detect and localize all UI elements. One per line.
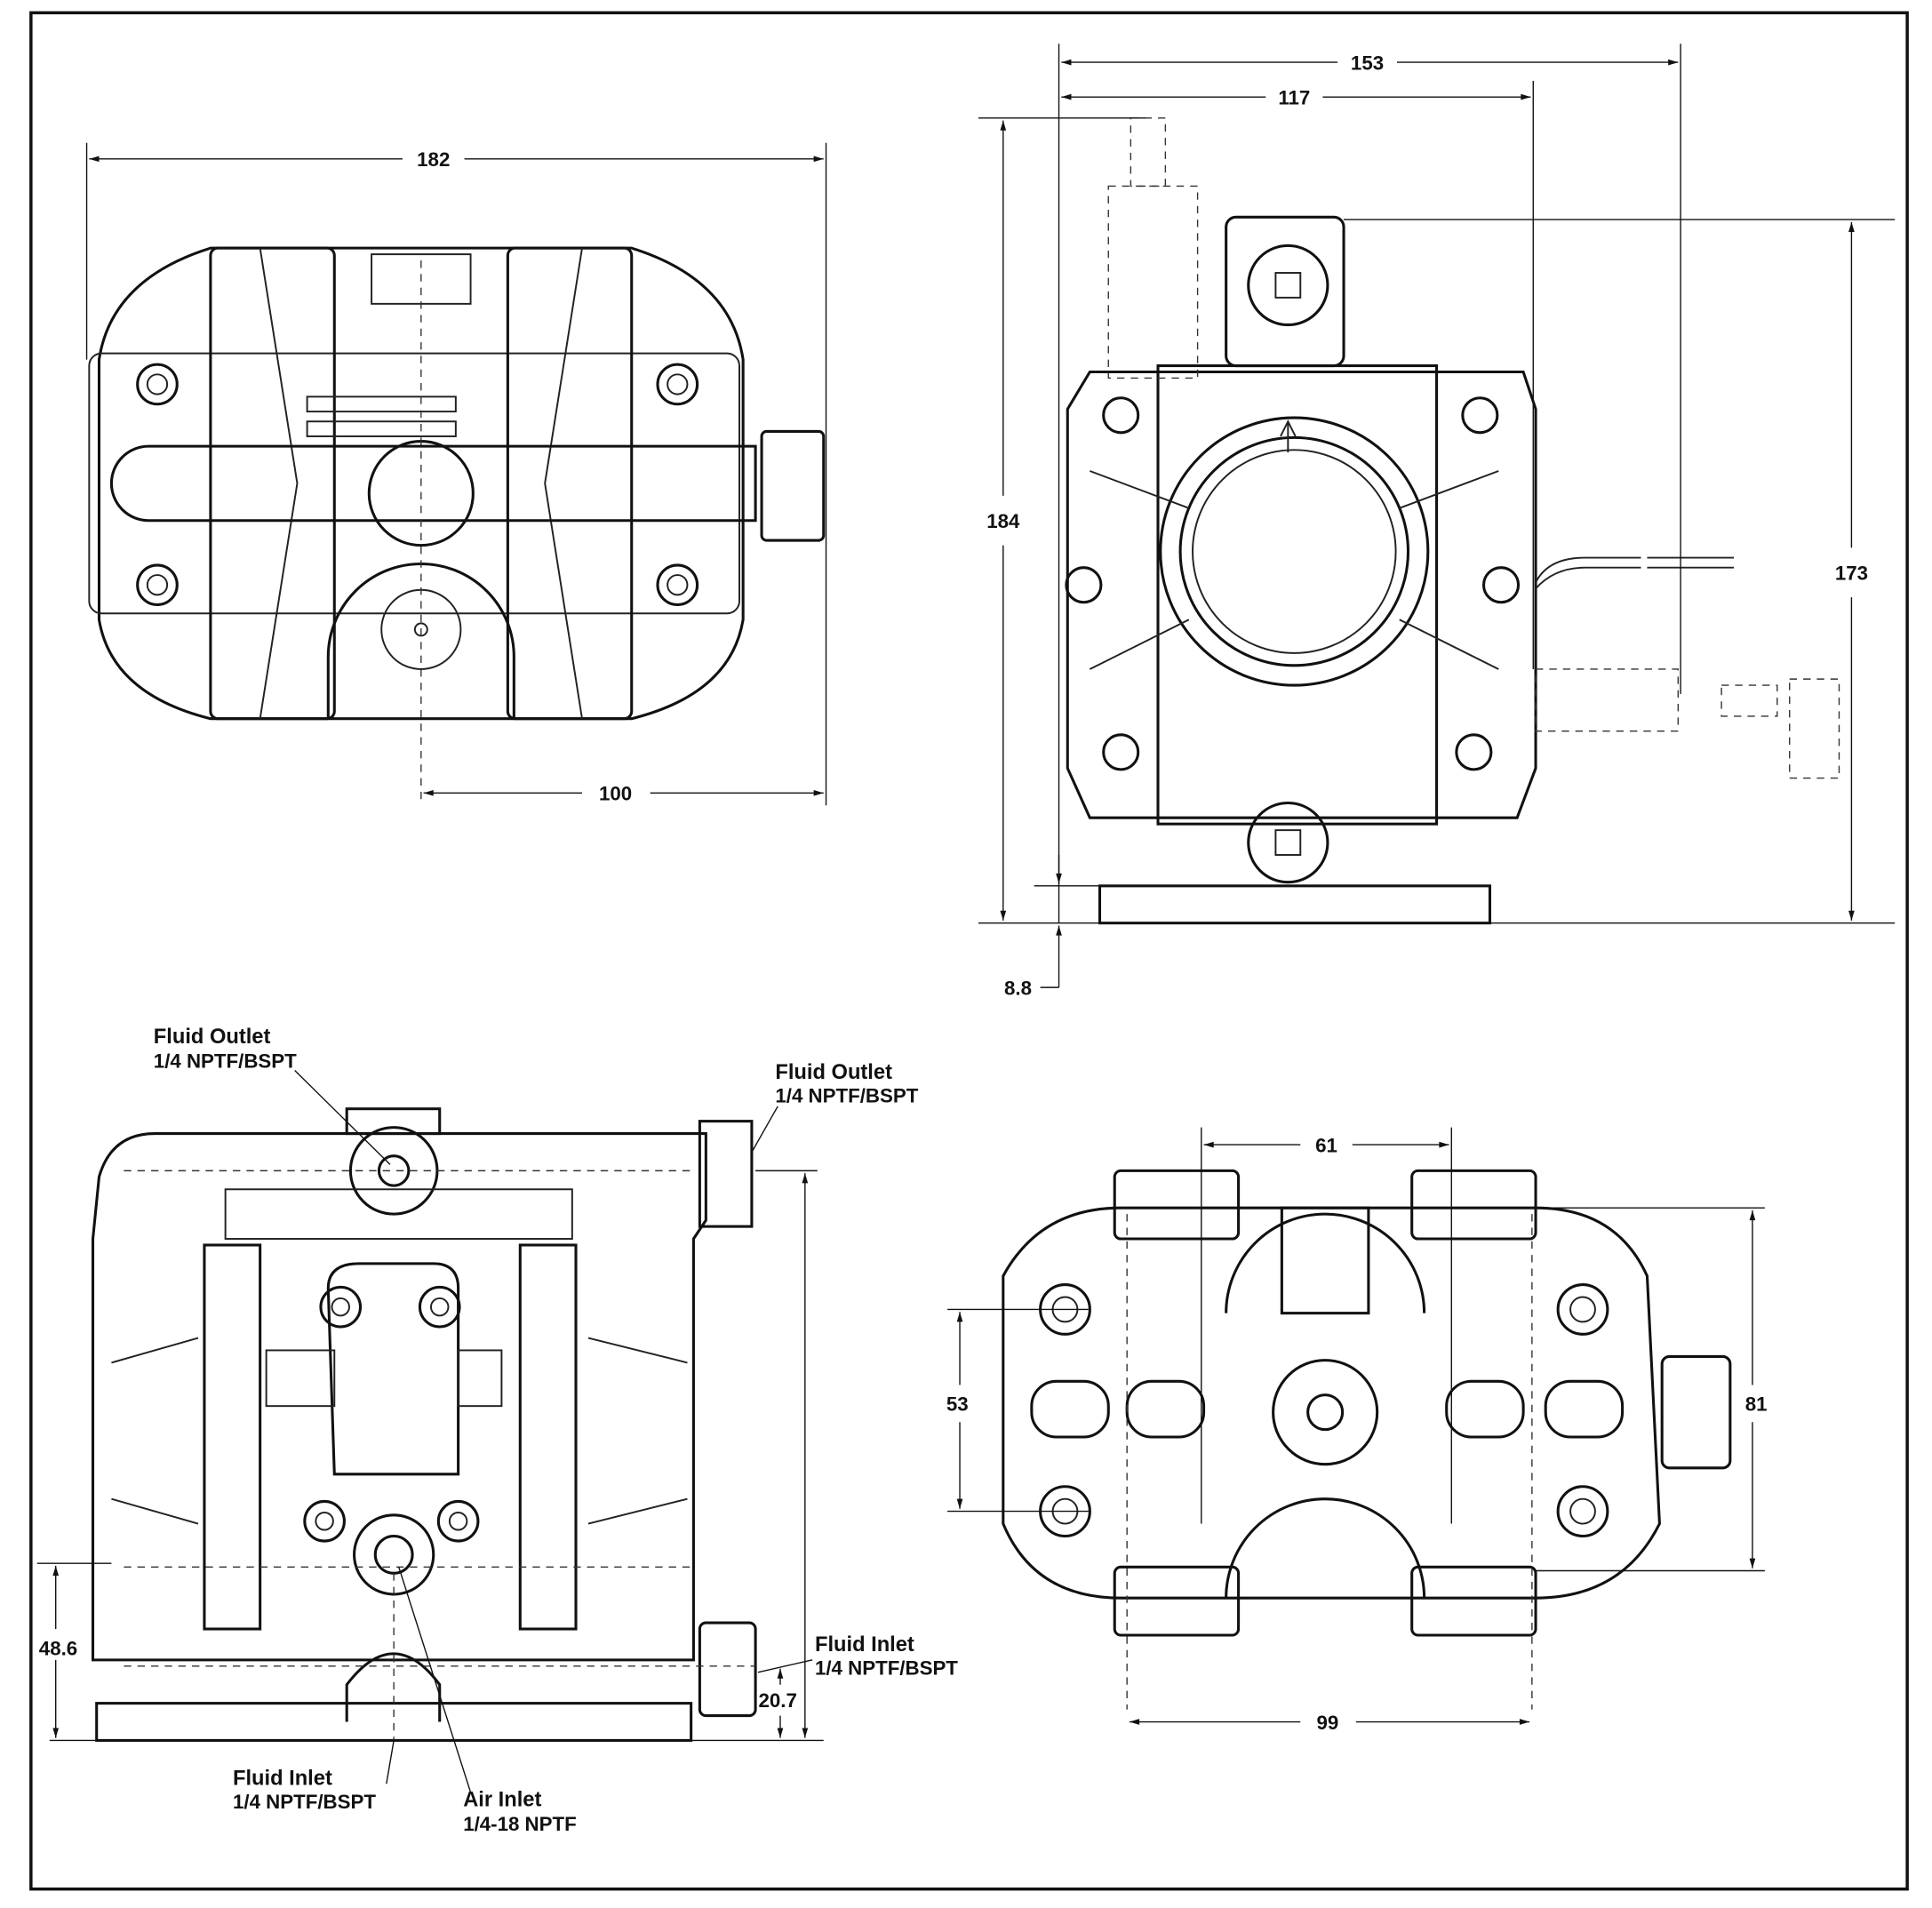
dim-184: 184 <box>986 510 1020 532</box>
label-fluid-inlet-side: Fluid Inlet 1/4 NPTF/BSPT <box>815 1633 958 1679</box>
label-air-inlet: Air Inlet 1/4-18 NPTF <box>463 1788 577 1835</box>
svg-text:1/4-18 NPTF: 1/4-18 NPTF <box>463 1813 577 1835</box>
bolt-heads <box>136 363 699 607</box>
sheet-border <box>29 11 1909 1891</box>
dim-99: 99 <box>1317 1712 1339 1734</box>
svg-text:Fluid Outlet: Fluid Outlet <box>154 1026 271 1049</box>
top-view: 182 100 <box>85 142 827 806</box>
svg-text:Fluid Outlet: Fluid Outlet <box>775 1061 892 1084</box>
dim-48-6: 48.6 <box>39 1637 77 1659</box>
svg-text:1/4 NPTF/BSPT: 1/4 NPTF/BSPT <box>154 1050 297 1073</box>
dim-20-7: 20.7 <box>758 1689 796 1712</box>
dim-8-8: 8.8 <box>1004 977 1032 999</box>
svg-text:1/4 NPTF/BSPT: 1/4 NPTF/BSPT <box>233 1791 376 1813</box>
dim-100: 100 <box>599 783 632 805</box>
svg-text:Fluid Inlet: Fluid Inlet <box>815 1633 914 1657</box>
label-fluid-outlet-top: Fluid Outlet 1/4 NPTF/BSPT <box>154 1026 297 1073</box>
label-fluid-outlet-side: Fluid Outlet 1/4 NPTF/BSPT <box>775 1061 918 1106</box>
svg-text:Air Inlet: Air Inlet <box>463 1788 541 1811</box>
dim-173: 173 <box>1835 563 1868 585</box>
svg-text:1/4 NPTF/BSPT: 1/4 NPTF/BSPT <box>815 1657 958 1680</box>
dim-182: 182 <box>417 148 450 171</box>
bottom-slots <box>1030 1379 1625 1439</box>
bottom-view: 61 53 81 99 <box>946 1127 1768 1734</box>
dim-153: 153 <box>1351 52 1384 74</box>
dim-61: 61 <box>1315 1134 1337 1156</box>
front-view: 48.6 20.7 Fluid Outlet 1/4 NPTF/BSPT Flu… <box>36 1026 958 1835</box>
svg-text:Fluid Inlet: Fluid Inlet <box>233 1768 332 1791</box>
label-fluid-inlet-bottom: Fluid Inlet 1/4 NPTF/BSPT <box>233 1768 376 1813</box>
side-bolts <box>1065 396 1521 771</box>
dim-117: 117 <box>1278 86 1310 108</box>
svg-text:1/4 NPTF/BSPT: 1/4 NPTF/BSPT <box>775 1085 918 1107</box>
dim-53: 53 <box>946 1393 969 1416</box>
dim-81: 81 <box>1745 1393 1768 1416</box>
side-view: 153 117 184 173 8.8 <box>978 44 1896 999</box>
